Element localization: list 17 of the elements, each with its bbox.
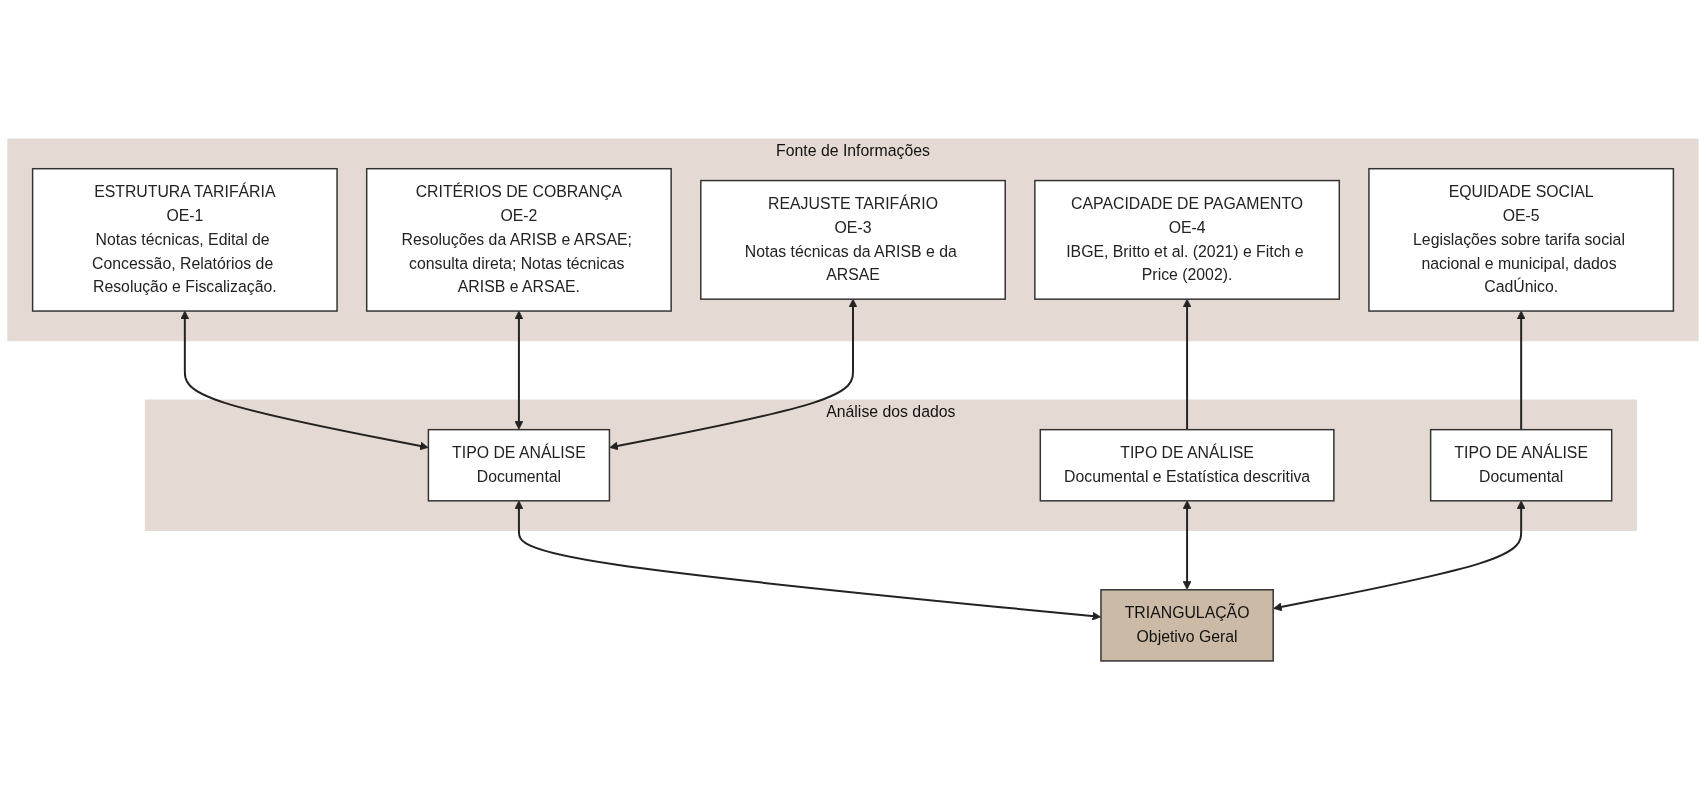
arrow: [1516, 310, 1526, 431]
node-box: TIPO DE ANÁLISE Documental: [427, 428, 611, 502]
arrow: [180, 310, 429, 451]
node-box: EQUIDADE SOCIAL OE-5 Legislações sobre tarifa social nacional e municipal, dados CadÚnico.: [1368, 167, 1675, 312]
node-box: TRIANGULAÇÃO Objetivo Geral: [1100, 589, 1274, 662]
arrow: [1182, 298, 1192, 431]
arrow: [1182, 500, 1192, 590]
node-box: TIPO DE ANÁLISE Documental: [1429, 428, 1613, 502]
node-box: CRITÉRIOS DE COBRANÇA OE-2 Resoluções da ARISB e ARSAE; consulta direta; Notas técnicas ARISB e ARSAE.: [365, 167, 672, 312]
arrow: [514, 310, 524, 430]
node-box: REAJUSTE TARIFÁRIO OE-3 Notas técnicas da ARISB e da ARSAE: [700, 179, 1006, 300]
node-box: ESTRUTURA TARIFÁRIA OE-1 Notas técnicas, Edital de Concessão, Relatórios de Resolução e Fiscalização.: [31, 167, 338, 312]
arrow: [514, 500, 1101, 621]
arrow: [1273, 500, 1526, 612]
node-box: TIPO DE ANÁLISE Documental e Estatística descritiva: [1039, 428, 1335, 502]
node-box: CAPACIDADE DE PAGAMENTO OE-4 IBGE, Britto et al. (2021) e Fitch e Price (2002).: [1034, 179, 1341, 300]
arrow: [609, 298, 858, 451]
